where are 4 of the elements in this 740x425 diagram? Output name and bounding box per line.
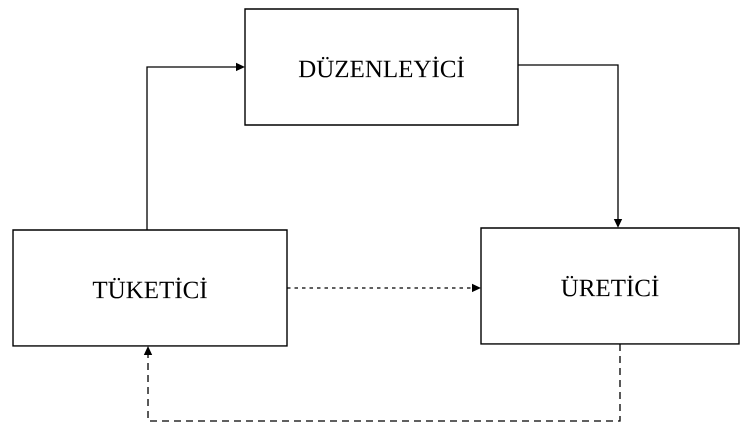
process-box: ÜRETİCİ xyxy=(480,227,740,345)
arrow xyxy=(144,344,621,422)
process-box: TÜKETİCİ xyxy=(12,229,288,347)
process-box: DÜZENLEYİCİ xyxy=(244,8,519,126)
